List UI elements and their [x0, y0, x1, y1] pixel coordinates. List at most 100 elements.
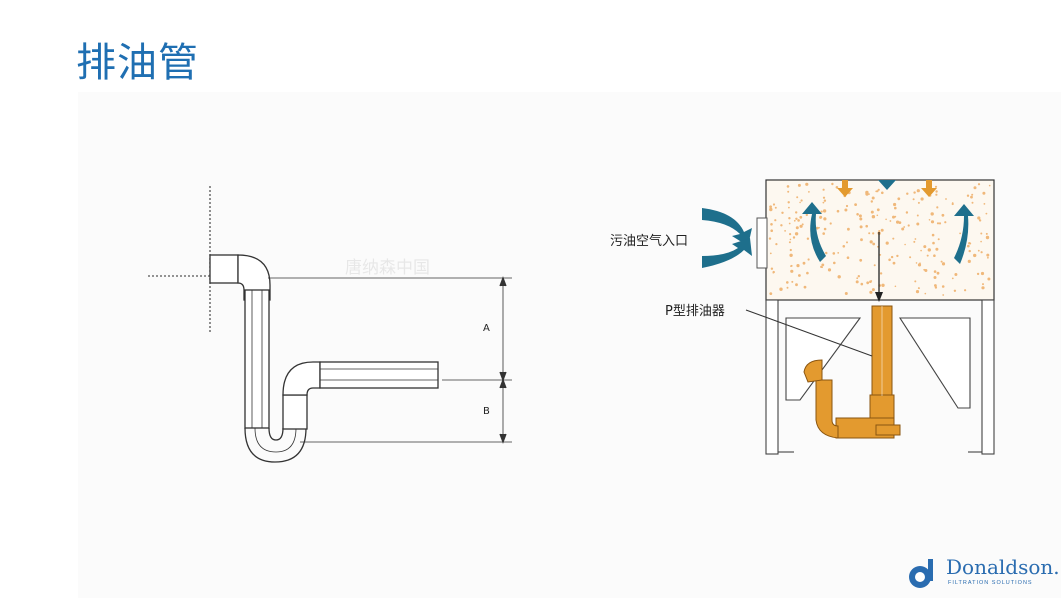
oil-particle	[982, 283, 984, 286]
oil-particle	[987, 256, 989, 259]
collector-diagram	[702, 179, 995, 455]
oil-particle	[856, 213, 859, 216]
oil-particle	[789, 253, 793, 257]
oil-particle	[865, 190, 869, 195]
logo-wordmark: Donaldson.	[946, 555, 1060, 579]
oil-particle	[980, 271, 985, 276]
oil-particle	[791, 280, 794, 283]
oil-particle	[822, 232, 825, 235]
oil-particle	[858, 214, 862, 218]
oil-particle	[859, 258, 863, 262]
oil-particle	[795, 217, 798, 220]
oil-particle	[894, 206, 897, 210]
donaldson-logo-icon	[909, 559, 933, 588]
oil-particle	[959, 232, 961, 235]
oil-particle	[927, 248, 931, 252]
oil-particle	[915, 262, 918, 264]
oil-particle	[916, 214, 919, 217]
oil-particle	[769, 205, 772, 209]
oil-particle	[837, 275, 841, 279]
oil-particle	[820, 265, 823, 268]
oil-particle	[875, 190, 878, 193]
oil-particle	[769, 207, 773, 212]
oil-particle	[937, 238, 940, 241]
oil-particle	[988, 184, 991, 187]
oil-particle	[935, 247, 939, 251]
oil-particle	[770, 229, 773, 232]
oil-particle	[903, 226, 906, 228]
oil-particle	[942, 294, 945, 296]
oil-particle	[784, 230, 786, 232]
oil-particle	[772, 271, 775, 274]
oil-particle	[836, 209, 840, 213]
oil-particle	[768, 237, 772, 240]
oil-particle	[934, 185, 938, 188]
oil-particle	[872, 242, 876, 246]
oil-particle	[881, 283, 885, 287]
oil-particle	[951, 202, 954, 206]
oil-particle	[924, 269, 928, 272]
oil-particle	[926, 254, 929, 257]
oil-particle	[815, 226, 819, 230]
oil-particle	[856, 277, 859, 280]
collector-housing	[765, 179, 995, 301]
drain-leader-line	[745, 309, 873, 357]
oil-particle	[869, 240, 873, 244]
oil-particle	[928, 219, 931, 221]
oil-particle	[807, 258, 810, 261]
oil-particle	[980, 232, 983, 235]
page-title: 排油管	[76, 40, 199, 86]
oil-particle	[916, 189, 920, 193]
oil-particle	[835, 186, 839, 189]
oil-particle	[885, 218, 887, 221]
oil-particle	[986, 253, 990, 257]
oil-particle	[980, 240, 982, 243]
oil-particle	[888, 258, 891, 262]
oil-particle	[822, 188, 825, 191]
logo-tagline: FILTRATION SOLUTIONS	[948, 580, 1033, 586]
oil-particle	[889, 220, 892, 222]
oil-particle	[870, 200, 873, 203]
oil-particle	[941, 262, 946, 266]
oil-particle	[796, 196, 799, 199]
oil-particle	[973, 253, 977, 258]
oil-particle	[854, 203, 857, 207]
oil-particle	[966, 194, 970, 197]
oil-particle	[779, 287, 783, 291]
down-arrow-icon	[921, 180, 937, 197]
oil-particle	[985, 232, 988, 235]
oil-particle	[770, 223, 773, 226]
oil-particle	[879, 272, 883, 275]
oil-particle	[847, 227, 850, 231]
oil-particle	[897, 197, 901, 201]
oil-particles	[768, 182, 991, 296]
oil-particle	[973, 186, 977, 190]
oil-particle	[769, 252, 772, 255]
oil-particle	[873, 264, 876, 267]
oil-particle	[917, 201, 920, 204]
oil-particle	[780, 224, 783, 227]
oil-particle	[799, 224, 803, 228]
oil-particle	[772, 203, 776, 206]
oil-particle	[892, 261, 896, 265]
rising-pipe	[282, 394, 308, 430]
oil-particle	[934, 286, 938, 289]
oil-particle	[892, 237, 895, 240]
inlet-arrow-icon	[702, 238, 752, 268]
oil-particle	[797, 219, 800, 222]
oil-particle	[788, 222, 791, 225]
oil-particle	[846, 256, 850, 260]
oil-particle	[901, 227, 905, 231]
oil-particle	[917, 287, 920, 290]
oil-particle	[790, 264, 793, 267]
dimension-label-a: A	[483, 323, 490, 334]
oil-particle	[770, 267, 774, 270]
oil-particle	[844, 292, 848, 295]
oil-particle	[792, 236, 796, 239]
oil-particle	[774, 206, 777, 209]
oil-particle	[855, 280, 859, 284]
oil-particle	[795, 211, 798, 214]
oil-particle	[894, 285, 897, 288]
inlet-arrow-icon	[702, 208, 752, 246]
oil-particle	[822, 201, 825, 204]
